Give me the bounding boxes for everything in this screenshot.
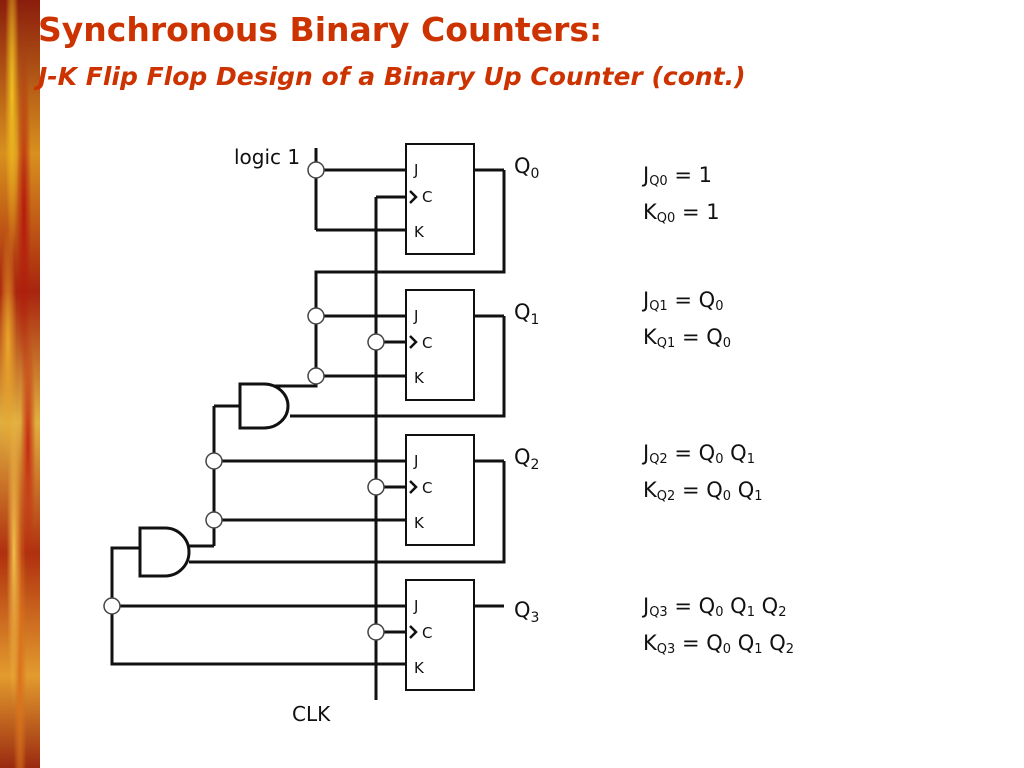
junction-dot	[367, 478, 385, 496]
ff2-k-pin-label: K	[414, 514, 425, 532]
junction-dot	[103, 597, 121, 615]
junction-dot	[307, 161, 325, 179]
equation-j-q2: JQ2 = Q0 Q1	[643, 441, 755, 467]
slide-subtitle: J-K Flip Flop Design of a Binary Up Coun…	[38, 62, 746, 91]
ff3-k-pin-label: K	[414, 659, 425, 677]
ff0-c-pin-label: C	[422, 188, 432, 206]
jk-flip-flop-3: J C K	[405, 579, 475, 691]
q1-feedback-wire	[290, 316, 506, 418]
equations-q2: JQ2 = Q0 Q1 KQ2 = Q0 Q1	[643, 438, 763, 512]
junction-dot	[367, 333, 385, 351]
equations-q1: JQ1 = Q0 KQ1 = Q0	[643, 285, 731, 359]
equation-j-q0: JQ0 = 1	[643, 163, 713, 189]
ff0-k-pin-label: K	[414, 223, 425, 241]
jk-flip-flop-2: J C K	[405, 434, 475, 546]
ff3-j-pin-label: J	[413, 597, 418, 615]
equation-k-q3: KQ3 = Q0 Q1 Q2	[643, 631, 795, 657]
junction-dot	[307, 367, 325, 385]
ff1-clock-triangle	[409, 335, 418, 349]
q1-label: Q1	[514, 300, 539, 328]
jk-flip-flop-0: J C K	[405, 143, 475, 255]
q2-feedback-wire	[189, 461, 506, 564]
ff2-j-pin-label: J	[413, 452, 418, 470]
junction-dot	[205, 452, 223, 470]
q2-label: Q2	[514, 445, 539, 473]
equation-k-q1: KQ1 = Q0	[643, 325, 732, 351]
ff2-c-pin-label: C	[422, 479, 432, 497]
ff3-clock-triangle	[409, 625, 418, 639]
slide-title: Synchronous Binary Counters:	[38, 10, 603, 49]
jk-flip-flop-1: J C K	[405, 289, 475, 401]
ff0-j-pin-label: J	[413, 161, 418, 179]
and-gate-1	[238, 382, 290, 430]
ff2-clock-triangle	[409, 480, 418, 494]
decorative-side-strip	[0, 0, 40, 768]
ff3-c-pin-label: C	[422, 624, 432, 642]
equation-j-q3: JQ3 = Q0 Q1 Q2	[643, 594, 787, 620]
equations-q3: JQ3 = Q0 Q1 Q2 KQ3 = Q0 Q1 Q2	[643, 591, 794, 665]
and-gate-2	[138, 526, 191, 578]
excitation-equations: JQ0 = 1 KQ0 = 1 JQ1 = Q0 KQ1 = Q0 JQ2 = …	[643, 0, 1003, 768]
clk-label: CLK	[292, 702, 331, 726]
ff1-c-pin-label: C	[422, 334, 432, 352]
equation-j-q1: JQ1 = Q0	[643, 288, 724, 314]
ff1-j-pin-label: J	[413, 307, 418, 325]
junction-dot	[307, 307, 325, 325]
ff1-k-pin-label: K	[414, 369, 425, 387]
junction-dot	[367, 623, 385, 641]
equation-k-q2: KQ2 = Q0 Q1	[643, 478, 763, 504]
ff0-clock-triangle	[409, 190, 418, 204]
equation-k-q0: KQ0 = 1	[643, 200, 720, 226]
logic1-label: logic 1	[234, 145, 300, 169]
junction-dot	[205, 511, 223, 529]
equations-q0: JQ0 = 1 KQ0 = 1	[643, 160, 720, 234]
q0-label: Q0	[514, 154, 539, 182]
q3-label: Q3	[514, 598, 539, 626]
